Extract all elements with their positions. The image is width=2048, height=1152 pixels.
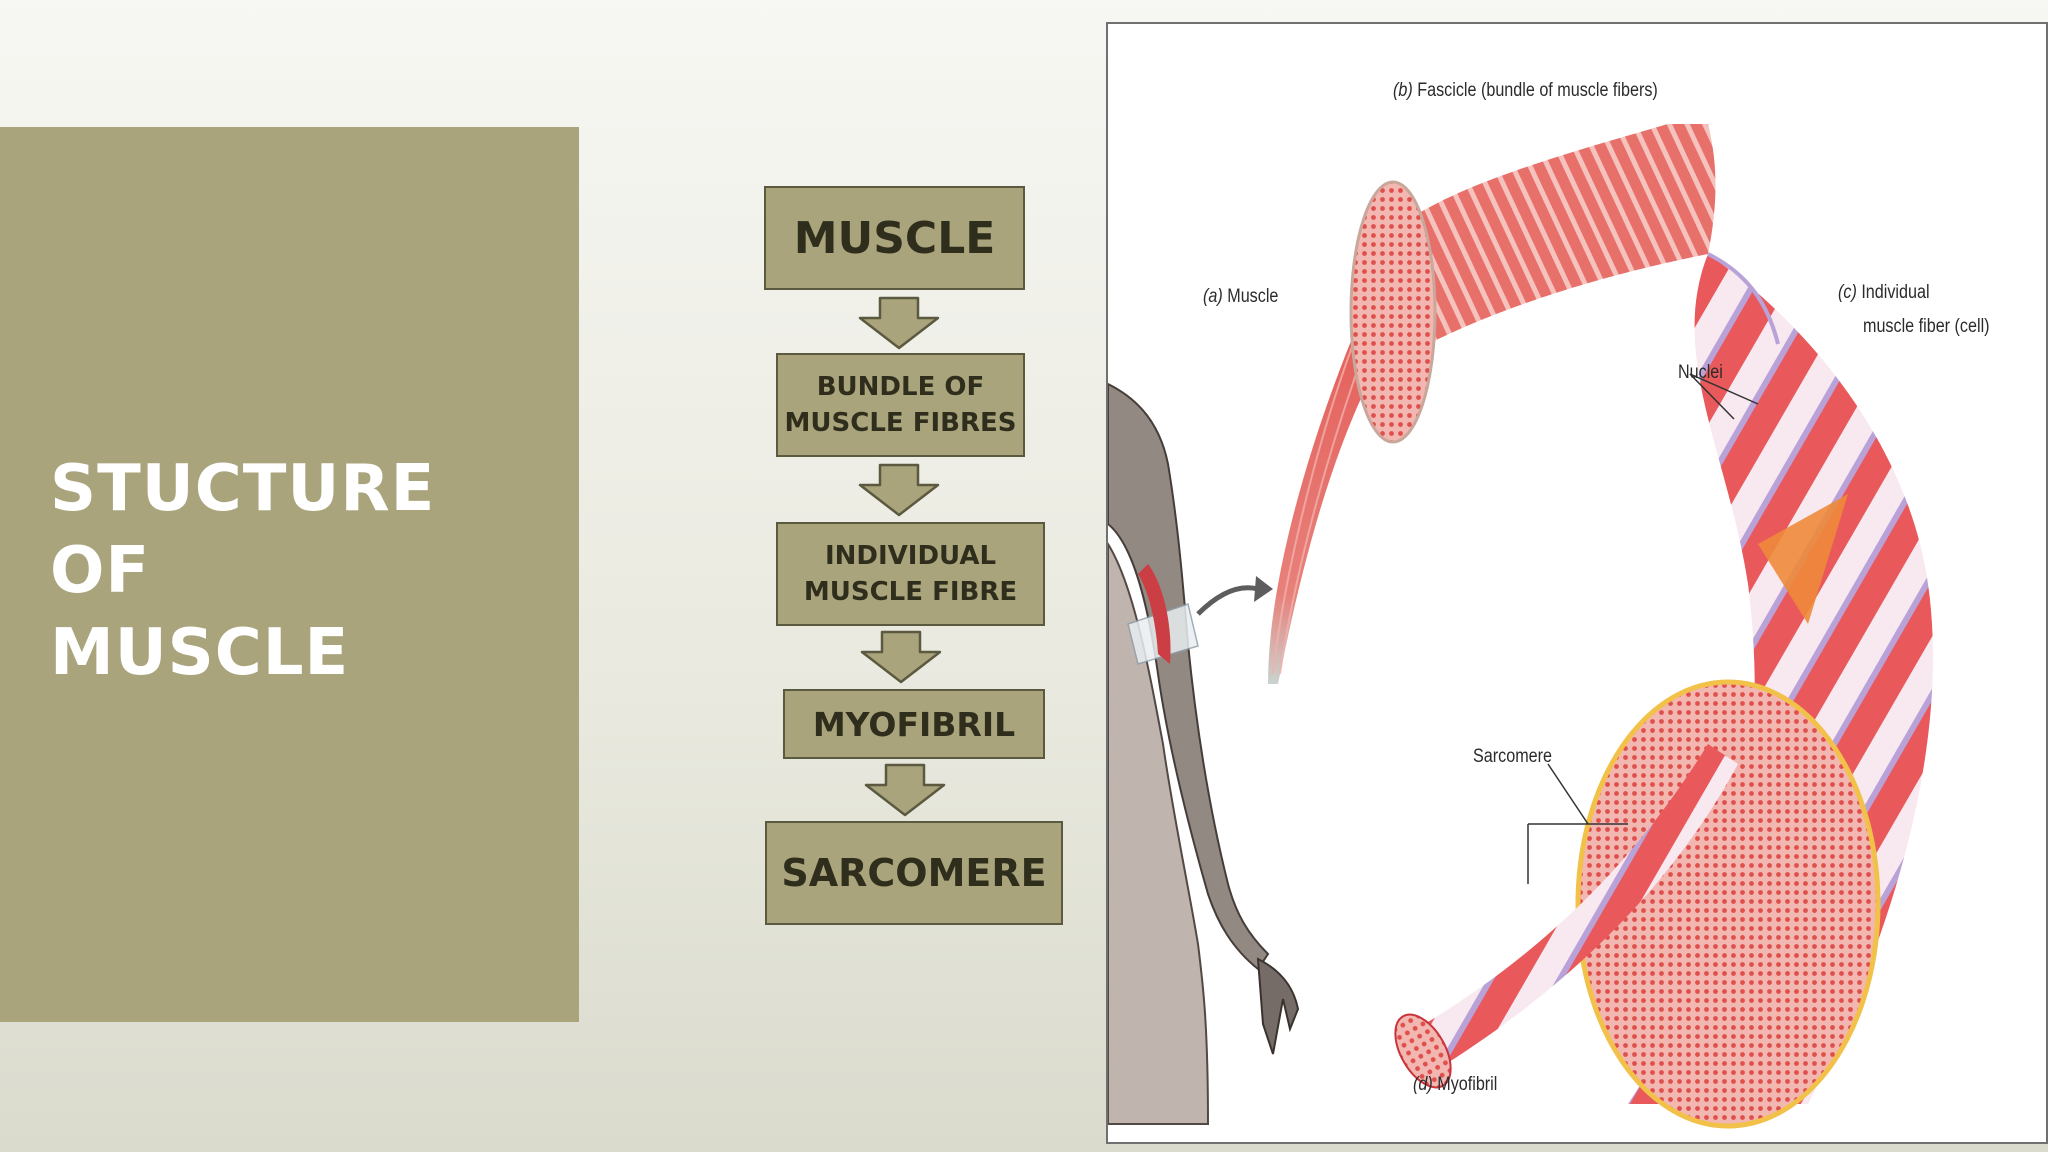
fascicle-cross-section: [1349, 180, 1437, 444]
flow-box-myofibril: MYOFIBRIL: [783, 689, 1045, 759]
flow-box-label: INDIVIDUAL: [824, 541, 997, 571]
label-fiber-line-1: (c) Individual: [1838, 282, 1930, 303]
flow-box-sarcomere: SARCOMERE: [765, 821, 1063, 925]
flow-box-label: MUSCLE FIBRE: [803, 577, 1018, 607]
down-arrow-icon: [858, 296, 940, 350]
label-nuclei: Nuclei: [1678, 362, 1723, 383]
fiber-cross-section: [1575, 679, 1881, 1129]
flow-box-muscle: MUSCLE: [764, 186, 1025, 290]
title-panel: STUCTURE OF MUSCLE: [0, 127, 579, 1022]
label-muscle: (a) Muscle: [1203, 286, 1279, 307]
title-line-1: STUCTURE: [50, 452, 436, 526]
down-arrow-icon: [860, 630, 942, 684]
arm-figure: [1108, 382, 1300, 1125]
title-line-2: OF: [50, 534, 151, 608]
flow-box-fibre: INDIVIDUAL MUSCLE FIBRE: [776, 522, 1045, 626]
fascicle-shape: [1378, 124, 1716, 344]
down-arrow-icon: [864, 763, 946, 817]
label-fiber-line-2: muscle fiber (cell): [1863, 316, 1990, 337]
label-sarcomere: Sarcomere: [1473, 746, 1552, 767]
down-arrow-icon: [858, 463, 940, 517]
title-line-3: MUSCLE: [50, 616, 350, 690]
flow-box-label: BUNDLE OF: [816, 372, 985, 402]
whole-muscle-shape: [1268, 324, 1383, 684]
flow-box-label: MUSCLE: [793, 212, 996, 264]
muscle-anatomy-diagram: (b) Fascicle (bundle of muscle fibers) (…: [1106, 22, 2048, 1144]
flow-box-bundle: BUNDLE OF MUSCLE FIBRES: [776, 353, 1025, 457]
myofibril-shape: [1408, 744, 1738, 1069]
label-myofibril: (d) Myofibril: [1413, 1074, 1498, 1095]
muscle-anatomy-illustration: [1108, 124, 1933, 1129]
label-fascicle: (b) Fascicle (bundle of muscle fibers): [1393, 80, 1658, 101]
flow-box-label: MYOFIBRIL: [812, 704, 1016, 744]
flow-box-label: MUSCLE FIBRES: [784, 408, 1017, 438]
flow-box-label: SARCOMERE: [781, 851, 1047, 895]
